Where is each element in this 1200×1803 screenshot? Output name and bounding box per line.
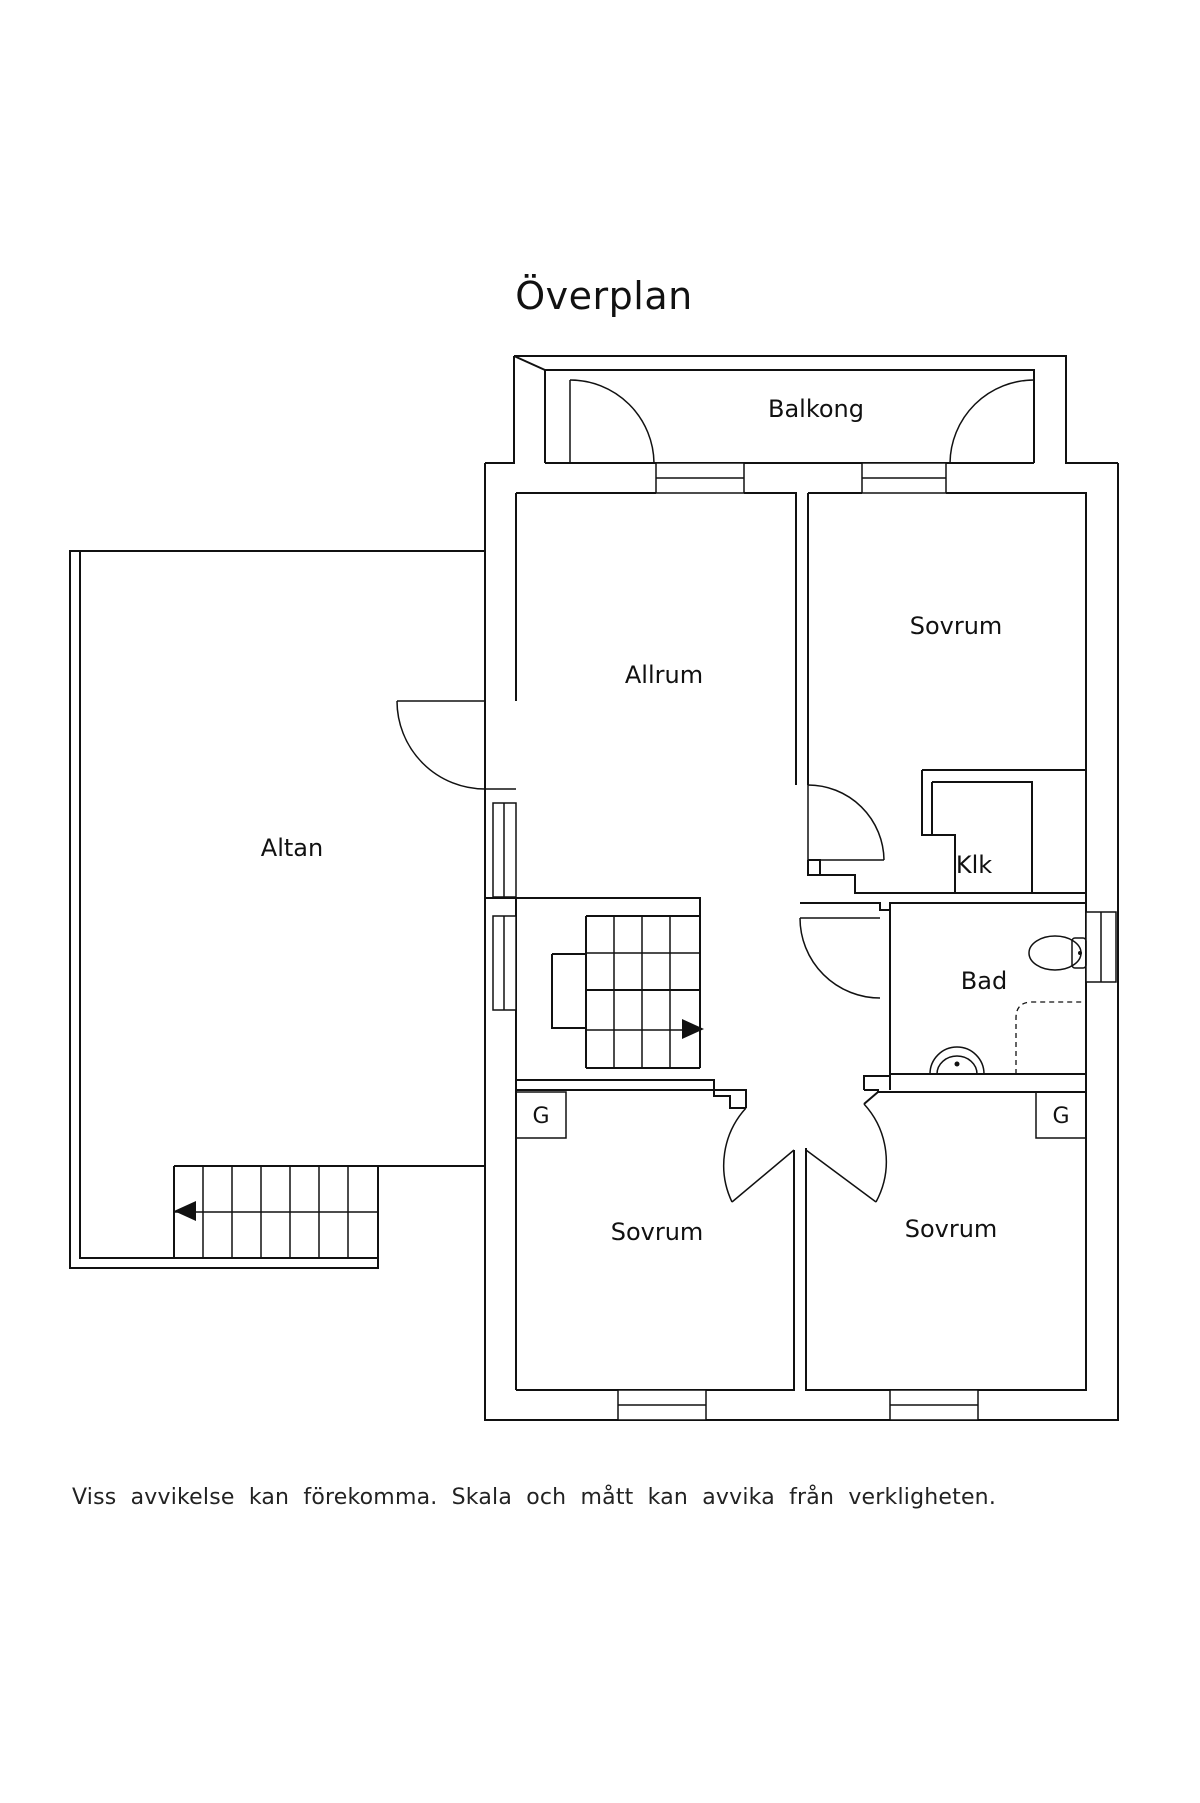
shower <box>1015 1001 1086 1074</box>
balcony-door-left <box>569 379 655 464</box>
bathroom-door <box>799 917 881 999</box>
wardrobe-label-left: G <box>532 1104 549 1129</box>
terrace <box>69 550 485 1269</box>
outer-walls <box>484 463 1119 1421</box>
wardrobe-label-right: G <box>1052 1104 1069 1129</box>
room-label-sovrum-top: Sovrum <box>910 612 1003 640</box>
terrace-door <box>396 700 516 790</box>
bedroom-bottom-left-door <box>722 1107 795 1203</box>
stairs-arrow-right-icon <box>682 1019 704 1039</box>
plan-title: Överplan <box>515 274 693 318</box>
room-label-sovrum-bottom-right: Sovrum <box>905 1215 998 1243</box>
wardrobe-left-box <box>515 1091 567 1139</box>
bedroom-top-walls <box>807 493 1086 894</box>
lower-bedrooms-walls <box>516 1075 1086 1170</box>
room-label-allrum: Allrum <box>625 661 703 689</box>
wardrobe-right-box <box>1035 1091 1087 1139</box>
room-label-balkong: Balkong <box>768 395 864 423</box>
sink <box>929 1046 985 1075</box>
interior-stairs <box>485 897 747 1100</box>
room-label-sovrum-bottom-left: Sovrum <box>611 1218 704 1246</box>
toilet <box>1028 935 1087 971</box>
balcony-door-right <box>949 379 1035 464</box>
room-label-altan: Altan <box>261 834 323 862</box>
bedroom-top-door <box>807 784 885 861</box>
room-label-klk: Klk <box>956 851 992 879</box>
terrace-stairs-arrow-left-icon <box>174 1201 196 1221</box>
bedroom-bottom-right-door <box>805 1103 888 1203</box>
disclaimer-text: Viss avvikelse kan förekomma. Skala och … <box>72 1485 997 1510</box>
room-label-bad: Bad <box>961 967 1007 995</box>
